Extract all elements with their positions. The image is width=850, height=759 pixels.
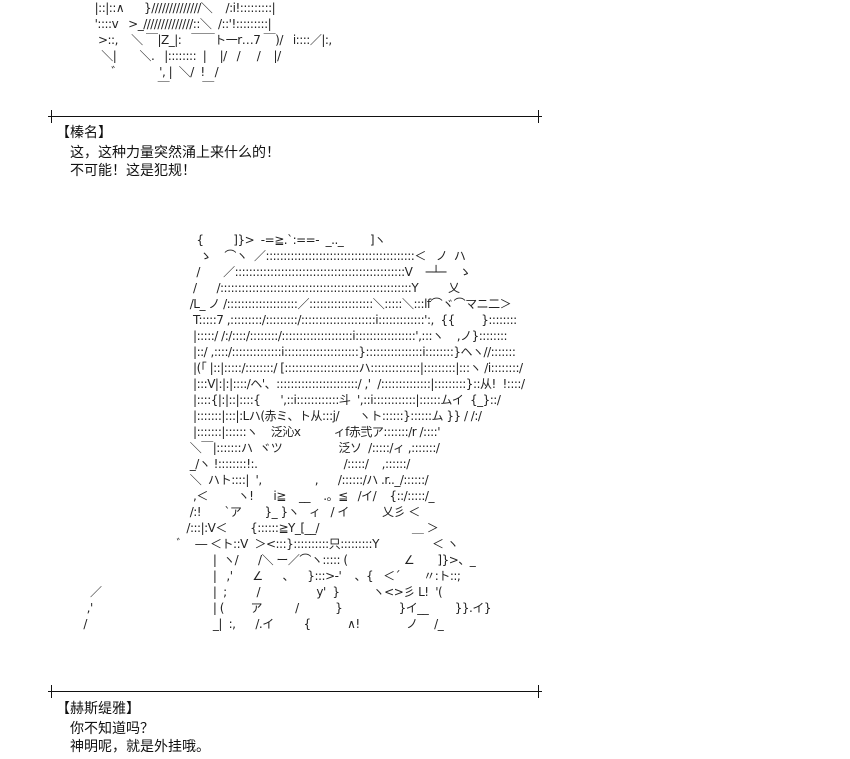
divider-tick-right xyxy=(538,685,539,698)
ascii-art-left-strokes: ／ ,' / xyxy=(83,585,102,631)
dialogue-line: 这，这种力量突然涌上来什么的！ xyxy=(70,145,280,161)
divider-tick-left xyxy=(51,110,52,123)
ascii-art-character: { ]}> -=≧.`:==- _.._ ]ヽ ゝ ⌒ヽ ／::::::::::… xyxy=(176,233,525,631)
ascii-art-top: |::|::∧ }//////////////＼ /:i!:::::::::| … xyxy=(94,1,333,95)
speaker-name-hestia: 【赫斯缇雅】 xyxy=(56,701,140,717)
dialogue-line: 不可能！这是犯规！ xyxy=(70,163,196,179)
scene-divider xyxy=(48,685,542,698)
scene-divider xyxy=(48,110,542,123)
dialogue-line: 神明呢，就是外挂哦。 xyxy=(70,739,210,755)
divider-tick-right xyxy=(538,110,539,123)
dialogue-line: 你不知道吗？ xyxy=(70,721,154,737)
divider-tick-left xyxy=(51,685,52,698)
speaker-name-haruna: 【榛名】 xyxy=(56,125,112,141)
